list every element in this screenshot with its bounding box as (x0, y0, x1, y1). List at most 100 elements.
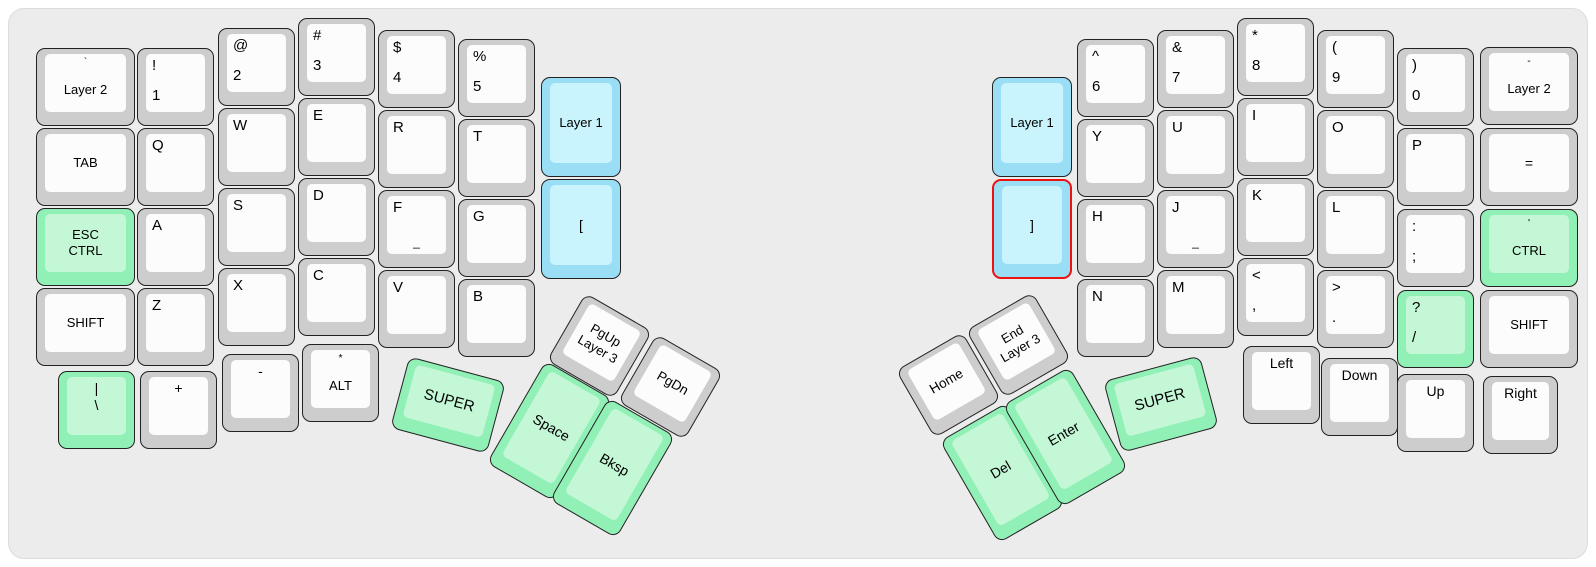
key-period[interactable]: >. (1317, 270, 1394, 348)
key-label: - (258, 363, 263, 379)
key-r[interactable]: R (378, 110, 455, 188)
key-label: L (1332, 199, 1341, 216)
key-plus[interactable]: + (140, 371, 217, 449)
key-x[interactable]: X (218, 268, 295, 346)
key-label: I (1252, 107, 1257, 124)
keycap-top: @2 (227, 34, 286, 92)
key-arrow-left[interactable]: Left (1243, 346, 1320, 424)
keycap-top: Home (906, 341, 987, 422)
keycap-top: I (1246, 104, 1305, 162)
key-grave-layer2[interactable]: `Layer 2 (36, 48, 135, 126)
key-layer1-left[interactable]: Layer 1 (541, 77, 621, 177)
key-f[interactable]: F_ (378, 190, 455, 268)
key-3[interactable]: #3 (298, 18, 375, 96)
key-label: Enter (1045, 418, 1082, 449)
key-super-right[interactable]: SUPER (1103, 355, 1219, 453)
key-arrow-down[interactable]: Down (1321, 358, 1398, 436)
key-quote-ctrl[interactable]: 'CTRL (1480, 209, 1578, 287)
key-o[interactable]: O (1317, 110, 1394, 188)
key-e[interactable]: E (298, 98, 375, 176)
key-label: ] (1030, 217, 1034, 233)
key-2[interactable]: @2 (218, 28, 295, 106)
key-right-bracket[interactable]: ] (992, 179, 1072, 279)
key-7[interactable]: &7 (1157, 30, 1234, 108)
key-m[interactable]: M (1157, 270, 1234, 348)
key-1[interactable]: !1 (137, 48, 214, 126)
key-label: | \ (94, 380, 99, 413)
key-h[interactable]: H (1077, 199, 1154, 277)
key-shift-right[interactable]: SHIFT (1480, 290, 1578, 368)
key-c[interactable]: C (298, 258, 375, 336)
key-arrow-right[interactable]: Right (1483, 376, 1558, 454)
key-b[interactable]: B (458, 279, 535, 357)
key-label: >. (1332, 279, 1341, 326)
key-slash[interactable]: ?/ (1397, 290, 1474, 368)
keycap-top: Left (1252, 352, 1311, 410)
key-0[interactable]: )0 (1397, 48, 1474, 126)
keycap-top: #3 (307, 24, 366, 82)
key-label: Z (152, 297, 162, 314)
key-comma[interactable]: <, (1237, 258, 1314, 336)
keycap-top: Z (146, 294, 205, 352)
key-t[interactable]: T (458, 119, 535, 197)
key-tab[interactable]: TAB (36, 128, 135, 206)
key-left-bracket[interactable]: [ (541, 179, 621, 279)
key-label: M (1172, 279, 1185, 296)
key-8[interactable]: *8 (1237, 18, 1314, 96)
keycap-top: `Layer 2 (45, 54, 126, 112)
key-minus-layer2[interactable]: -Layer 2 (1480, 47, 1578, 125)
key-label: Bksp (597, 449, 632, 480)
key-alt[interactable]: *ALT (302, 344, 379, 422)
key-v[interactable]: V (378, 270, 455, 348)
key-6[interactable]: ^6 (1077, 39, 1154, 117)
keycap-top: A (146, 214, 205, 272)
keycap-top: %5 (467, 45, 526, 103)
key-label: ^6 (1092, 48, 1101, 95)
key-d[interactable]: D (298, 178, 375, 256)
key-label: Right (1504, 385, 1537, 401)
key-n[interactable]: N (1077, 279, 1154, 357)
key-label: &7 (1172, 39, 1183, 86)
key-esc-ctrl[interactable]: ESC CTRL (36, 208, 135, 286)
key-j[interactable]: J_ (1157, 190, 1234, 268)
key-label: :; (1412, 218, 1417, 265)
key-arrow-up[interactable]: Up (1397, 374, 1474, 452)
keycap-top: G (467, 205, 526, 263)
key-minus[interactable]: - (222, 354, 299, 432)
key-label: PgDn (654, 368, 692, 399)
keycap-top: &7 (1166, 36, 1225, 94)
key-shift-left[interactable]: SHIFT (36, 288, 135, 366)
key-label: A (152, 217, 163, 234)
key-layer1-right[interactable]: Layer 1 (992, 77, 1072, 177)
key-semicolon[interactable]: :; (1397, 209, 1474, 287)
keycap-top: B (467, 285, 526, 343)
key-w[interactable]: W (218, 108, 295, 186)
key-i[interactable]: I (1237, 98, 1314, 176)
key-l[interactable]: L (1317, 190, 1394, 268)
keycap-top: N (1086, 285, 1145, 343)
key-label: + (174, 380, 183, 396)
key-q[interactable]: Q (137, 128, 214, 206)
key-equals[interactable]: = (1480, 128, 1578, 206)
key-label: T (473, 128, 483, 145)
key-s[interactable]: S (218, 188, 295, 266)
key-4[interactable]: $4 (378, 30, 455, 108)
key-u[interactable]: U (1157, 110, 1234, 188)
key-5[interactable]: %5 (458, 39, 535, 117)
key-pipe-backslash[interactable]: | \ (58, 371, 135, 449)
key-g[interactable]: G (458, 199, 535, 277)
key-super-left[interactable]: SUPER (390, 356, 506, 454)
key-z[interactable]: Z (137, 288, 214, 366)
key-label: Layer 1 (559, 115, 603, 130)
key-label: Layer 2 (63, 81, 108, 97)
key-y[interactable]: Y (1077, 119, 1154, 197)
key-p[interactable]: P (1397, 128, 1474, 206)
key-shift-glyph: ' (1527, 217, 1530, 229)
keycap-top: W (227, 114, 286, 172)
key-a[interactable]: A (137, 208, 214, 286)
key-k[interactable]: K (1237, 178, 1314, 256)
keycap-top: End Layer 3 (976, 301, 1057, 382)
key-9[interactable]: (9 (1317, 30, 1394, 108)
key-label: B (473, 288, 484, 305)
keycap-top: ^6 (1086, 45, 1145, 103)
